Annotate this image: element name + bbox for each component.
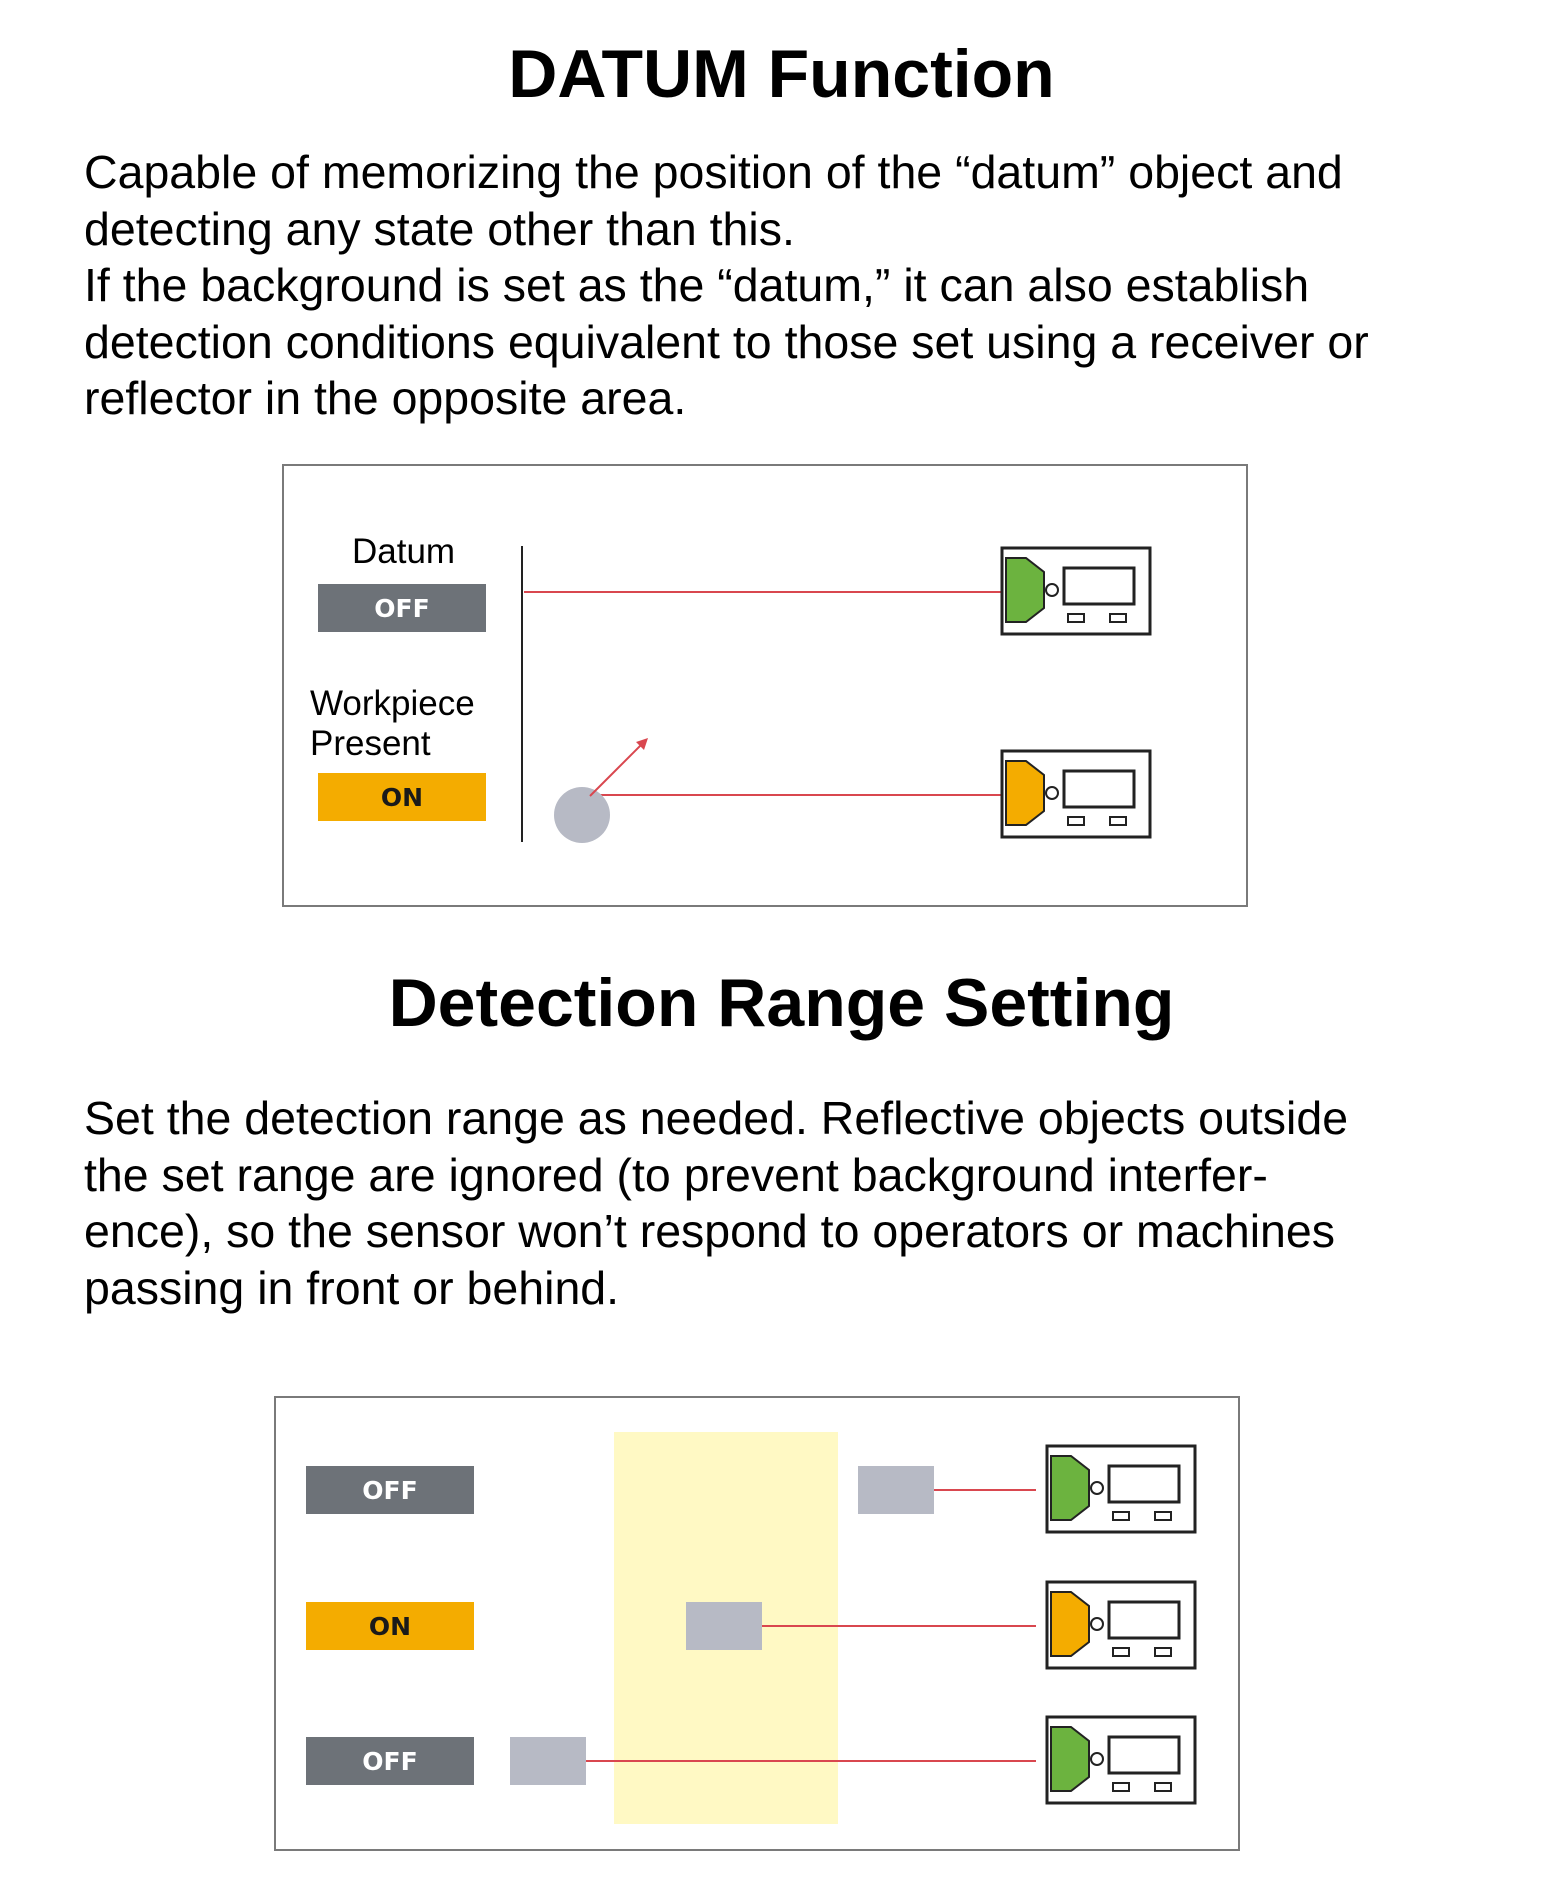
datum-label: Datum bbox=[352, 532, 456, 571]
sensor-icon bbox=[1000, 749, 1152, 839]
detection-range-title: Detection Range Setting bbox=[388, 965, 1175, 1041]
reference-wall-line bbox=[521, 546, 523, 842]
workpiece-circle-icon bbox=[554, 787, 610, 843]
sensor-icon bbox=[1000, 546, 1152, 636]
row3-object-before-range bbox=[510, 1737, 586, 1785]
sensor-icon bbox=[1045, 1444, 1197, 1534]
detection-range-description: Set the detection range as needed. Refle… bbox=[84, 1092, 1349, 1314]
sensor-icon bbox=[1045, 1580, 1197, 1670]
workpiece-present-label: Workpiece Present bbox=[310, 684, 475, 763]
detection-range-diagram-panel: OFF ON OFF bbox=[274, 1396, 1240, 1851]
row3-off-badge: OFF bbox=[306, 1737, 474, 1785]
row3-beam bbox=[586, 1760, 1036, 1762]
datum-function-title: DATUM Function bbox=[508, 36, 1055, 112]
row2-on-badge: ON bbox=[306, 1602, 474, 1650]
datum-function-description: Capable of memorizing the position of th… bbox=[84, 146, 1369, 424]
row1-beam bbox=[932, 1489, 1036, 1491]
workpiece-beam bbox=[590, 794, 1002, 796]
arrow-icon bbox=[589, 738, 648, 797]
datum-diagram-panel: Datum OFF Workpiece Present ON bbox=[282, 464, 1248, 907]
sensor-icon bbox=[1045, 1715, 1197, 1805]
row2-beam bbox=[760, 1625, 1036, 1627]
workpiece-on-badge: ON bbox=[318, 773, 486, 821]
row1-off-badge: OFF bbox=[306, 1466, 474, 1514]
datum-off-badge: OFF bbox=[318, 584, 486, 632]
datum-beam bbox=[524, 591, 1002, 593]
row2-object-in-range bbox=[686, 1602, 762, 1650]
row1-object-beyond-range bbox=[858, 1466, 934, 1514]
